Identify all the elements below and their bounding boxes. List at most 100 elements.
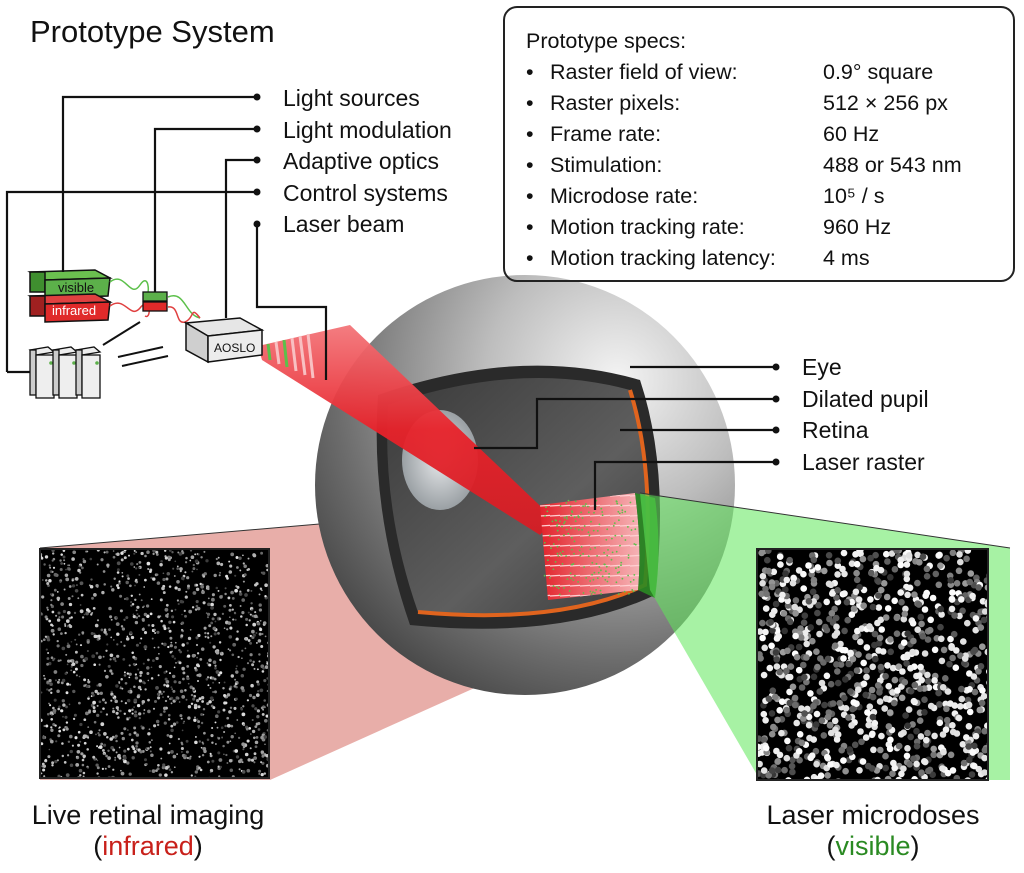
cone-cell [759,580,766,587]
cone-cell [805,713,813,721]
cone-cell [101,748,105,752]
cone-cell [51,764,54,767]
raster-dot [574,520,577,522]
cone-cell [82,754,86,758]
raster-dot [583,525,586,527]
cone-cell [226,628,229,631]
cone-cell [46,573,51,578]
cone-cell [110,699,113,702]
cone-cell [907,779,914,781]
cone-cell [98,637,101,640]
cone-cell [814,609,821,617]
cone-cell [164,699,168,703]
cone-cell [901,610,909,618]
cone-cell [762,585,769,593]
cone-cell [785,780,792,781]
cone-cell [87,726,90,728]
cone-cell [963,734,970,741]
cone-cell [953,730,961,737]
cone-cell [223,701,227,705]
cone-cell [126,761,130,765]
cone-cell [103,743,107,747]
cone-cell [966,686,973,693]
cone-cell [776,707,783,714]
cone-cell [117,586,120,590]
cone-cell [45,579,48,582]
cone-cell [267,641,268,645]
cone-cell [172,567,175,570]
cone-cell [111,775,115,777]
cone-cell [90,703,95,708]
cone-cell [86,766,90,769]
cone-cell [116,632,120,636]
cone-cell [867,554,874,562]
cone-cell [229,626,233,630]
cone-cell [68,623,71,627]
cone-cell [173,766,176,769]
cone-cell [120,625,124,628]
spec-row: •Motion tracking rate:960 Hz [526,215,891,240]
raster-dot [584,505,586,507]
cone-cell [800,570,807,578]
spec-value: 4 ms [823,246,870,270]
cone-cell [128,672,132,676]
cone-cell [891,597,898,605]
cone-cell [918,769,925,776]
caption-visible-word: visible [835,831,911,861]
cone-cell [230,724,234,728]
cone-cell [242,562,245,565]
cone-cell [79,644,83,647]
cone-cell [254,740,259,745]
cone-cell [958,596,965,603]
cone-cell [163,683,166,687]
label-retina: Retina [802,417,869,443]
cone-cell [183,720,185,723]
cone-cell [167,645,170,649]
cone-cell [178,681,182,684]
cone-cell [176,753,178,755]
cone-cell [855,651,862,658]
cone-cell [123,727,127,731]
cone-cell [810,556,818,564]
cone-cell [798,705,805,712]
cone-cell [248,693,253,698]
cone-cell [181,621,185,625]
cone-cell [170,750,174,754]
cone-cell [863,644,871,651]
cone-cell [921,758,928,765]
cone-cell [62,550,66,552]
cone-cell [986,669,987,674]
cone-cell [200,721,204,725]
cone-cell [219,671,223,675]
spec-name: Motion tracking rate: [550,215,745,239]
cone-cell [825,552,833,559]
spec-row: •Frame rate:60 Hz [526,122,879,147]
cone-cell [216,561,221,566]
cone-cell [876,698,884,705]
raster-dot [612,525,615,527]
cone-cell [798,739,806,747]
cone-cell [77,568,81,573]
cone-cell [258,608,263,612]
specs-panel: Prototype specs: •Raster field of view:0… [503,6,1015,282]
cone-cell [837,661,845,668]
cone-cell [218,758,223,762]
caption-left-title: Live retinal imaging [31,800,265,830]
cone-cell [803,776,811,779]
cone-cell [171,688,173,690]
cone-cell [247,639,251,642]
cone-cell [786,556,793,564]
cone-cell [159,562,163,567]
cone-cell [148,741,152,744]
cone-cell [170,641,173,644]
cone-cell [114,737,117,740]
cone-cell [957,703,964,710]
cone-cell [827,729,835,737]
cone-cell [904,722,911,730]
cone-cell [140,725,143,728]
cone-cell [833,761,840,769]
cone-cell [965,723,973,730]
cone-cell [241,649,244,652]
cone-cell [196,553,199,555]
cone-cell [238,592,243,596]
